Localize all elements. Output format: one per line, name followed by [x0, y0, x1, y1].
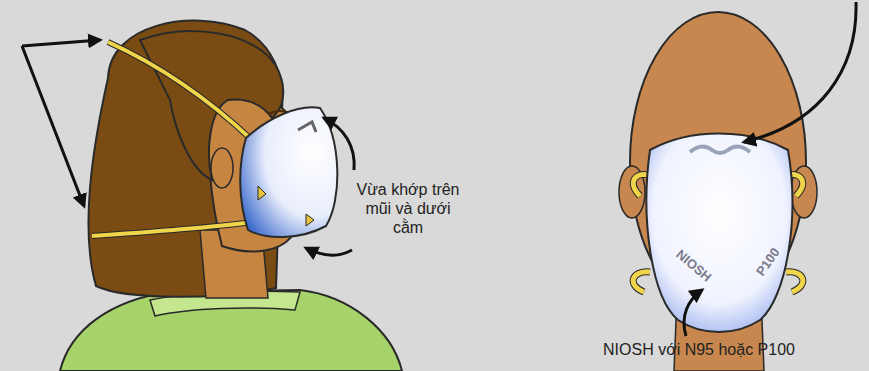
nose-pointer: [744, 2, 856, 142]
strap-upper-fill: [108, 42, 252, 140]
fit-pointer: [306, 248, 352, 255]
mask-tab: [258, 186, 266, 200]
strap-pointer: [22, 46, 84, 206]
strap-pointer: [22, 40, 100, 46]
mask-valve: [298, 122, 316, 132]
fit-note: Vừa khớp trên mũi và dưới cằm: [352, 180, 464, 237]
front-figure: [619, 12, 817, 371]
mask-tab: [306, 214, 314, 226]
mask-front: [646, 134, 792, 333]
shirt: [60, 290, 402, 371]
nose-clip: [690, 146, 750, 153]
strap-upper: [108, 42, 252, 140]
fit-pointer: [324, 118, 354, 170]
mask-side: [240, 107, 337, 237]
strap-lower-fill: [92, 222, 252, 236]
strap-lower: [92, 222, 252, 236]
ear: [211, 148, 233, 188]
certification-note: NIOSH với N95 hoặc P100: [584, 340, 814, 359]
profile-figure: [60, 21, 402, 371]
niosh-pointer: [684, 290, 702, 336]
